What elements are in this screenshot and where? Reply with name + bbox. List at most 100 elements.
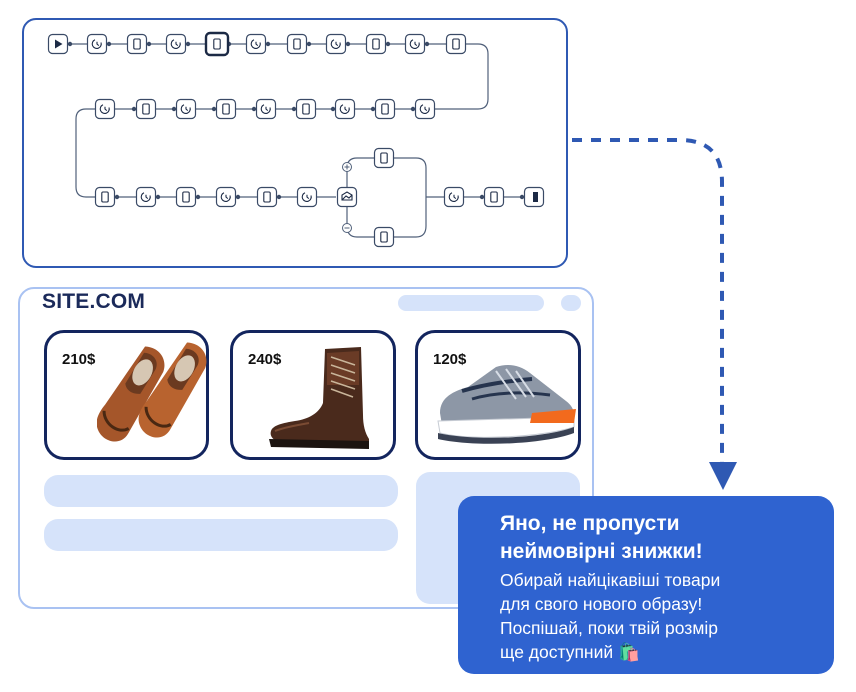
mobile-push-icon: [380, 231, 388, 243]
flow-node-delay[interactable]: [175, 98, 197, 120]
flow-connector-dot: [131, 106, 137, 112]
mobile-push-icon: [372, 38, 380, 50]
flow-connector-dot: [195, 194, 201, 200]
flow-node-push[interactable]: [295, 98, 317, 120]
timer-icon: [170, 39, 181, 49]
flow-node-delay[interactable]: [255, 98, 277, 120]
mobile-push-icon: [380, 152, 388, 164]
mobile-push-icon: [213, 38, 221, 50]
mobile-push-icon: [490, 191, 498, 203]
flow-connector-dot: [171, 106, 177, 112]
flow-connector-dot: [155, 194, 161, 200]
flow-connector-dot: [519, 194, 525, 200]
flow-connector-dot: [385, 41, 391, 47]
flow-node-delay[interactable]: [334, 98, 356, 120]
product-card-1[interactable]: 210$: [44, 330, 209, 460]
mobile-push-icon: [182, 191, 190, 203]
flow-connector-dot: [345, 41, 351, 47]
push-notification[interactable]: Яно, не пропусти неймовірні знижки! Обир…: [458, 496, 834, 674]
flow-node-delay[interactable]: [135, 186, 157, 208]
play-icon: [55, 39, 63, 49]
content-placeholder-1: [44, 475, 398, 507]
menu-placeholder: [561, 295, 581, 311]
grey-orange-sneakers-icon: [437, 365, 576, 444]
flow-connector-dot: [67, 41, 73, 47]
flow-node-start[interactable]: [47, 33, 69, 55]
plus-icon: [344, 164, 350, 170]
product-price: 240$: [248, 351, 282, 368]
flow-node-push[interactable]: [256, 186, 278, 208]
flow-connector: [75, 108, 95, 198]
flow-connector-dot: [106, 41, 112, 47]
flow-node-delay[interactable]: [215, 186, 237, 208]
flow-node-delay[interactable]: [296, 186, 318, 208]
flow-connector: [346, 157, 374, 187]
flow-node-delay[interactable]: [165, 33, 187, 55]
notification-body-text: ще доступний: [500, 642, 614, 662]
timer-icon: [260, 104, 271, 114]
mobile-push-icon: [263, 191, 271, 203]
flow-node-delay[interactable]: [86, 33, 108, 55]
flow-node-push[interactable]: [445, 33, 467, 55]
flow-connector-dot: [146, 41, 152, 47]
mobile-push-icon: [452, 38, 460, 50]
flow-node-push[interactable]: [373, 226, 395, 248]
flow-connector-dot: [114, 194, 120, 200]
flow-connector-dot: [330, 106, 336, 112]
mobile-push-icon: [142, 103, 150, 115]
product-price: 210$: [62, 351, 96, 368]
brown-leather-boots-icon: [269, 347, 369, 449]
flow-node-push[interactable]: [365, 33, 387, 55]
flow-node-push[interactable]: [483, 186, 505, 208]
flow-node-delay[interactable]: [404, 33, 426, 55]
notification-body-line: Обирай найцікавіші товари: [500, 570, 721, 590]
flow-node-delay[interactable]: [245, 33, 267, 55]
flow-node-push[interactable]: [215, 98, 237, 120]
flow-node-delay[interactable]: [94, 98, 116, 120]
timer-icon: [91, 39, 102, 49]
notification-body-line: ще доступний 🛍️: [500, 640, 816, 664]
mobile-push-icon: [293, 38, 301, 50]
timer-icon: [409, 39, 420, 49]
mobile-push-icon: [222, 103, 230, 115]
flow-node-delay[interactable]: [443, 186, 465, 208]
arrow-head-icon: [709, 462, 737, 490]
flow-node-push[interactable]: [374, 98, 396, 120]
flow-node-delay[interactable]: [325, 33, 347, 55]
flow-node-push[interactable]: [175, 186, 197, 208]
flow-connector-dot: [370, 106, 376, 112]
flow-node-push[interactable]: [94, 186, 116, 208]
flow-node-delay[interactable]: [414, 98, 436, 120]
flow-node-push[interactable]: [286, 33, 308, 55]
mobile-push-icon: [302, 103, 310, 115]
flow-node-split[interactable]: [336, 186, 358, 208]
flow-connector-dot: [251, 106, 257, 112]
timer-icon: [180, 104, 191, 114]
flow-connector-dot: [185, 41, 191, 47]
stop-icon: [533, 192, 538, 202]
mobile-push-icon: [381, 103, 389, 115]
product-price: 120$: [433, 351, 467, 368]
product-card-3[interactable]: 120$: [415, 330, 581, 460]
flow-connector-dot: [276, 194, 282, 200]
flow-node-push[interactable]: [126, 33, 148, 55]
brown-oxford-shoes-icon: [97, 342, 207, 442]
content-placeholder-2: [44, 519, 398, 551]
dashed-arrow-connector: [572, 138, 724, 462]
flow-diagram-panel: [22, 18, 568, 268]
flow-node-push[interactable]: [373, 147, 395, 169]
flow-connector-dot: [306, 41, 312, 47]
flow-connector-dot: [410, 106, 416, 112]
condition-split-icon: [341, 191, 353, 201]
flow-connector: [346, 207, 374, 238]
flow-node-push[interactable]: [204, 31, 230, 57]
flow-node-push[interactable]: [135, 98, 157, 120]
timer-icon: [250, 39, 261, 49]
flow-node-end[interactable]: [523, 186, 545, 208]
site-logo: SITE.COM: [42, 290, 146, 313]
notification-title-line: Яно, не пропусти: [500, 512, 680, 535]
product-card-2[interactable]: 240$: [230, 330, 396, 460]
notification-body: Обирай найцікавіші товари для свого ново…: [500, 568, 816, 664]
flow-connector-dot: [291, 106, 297, 112]
